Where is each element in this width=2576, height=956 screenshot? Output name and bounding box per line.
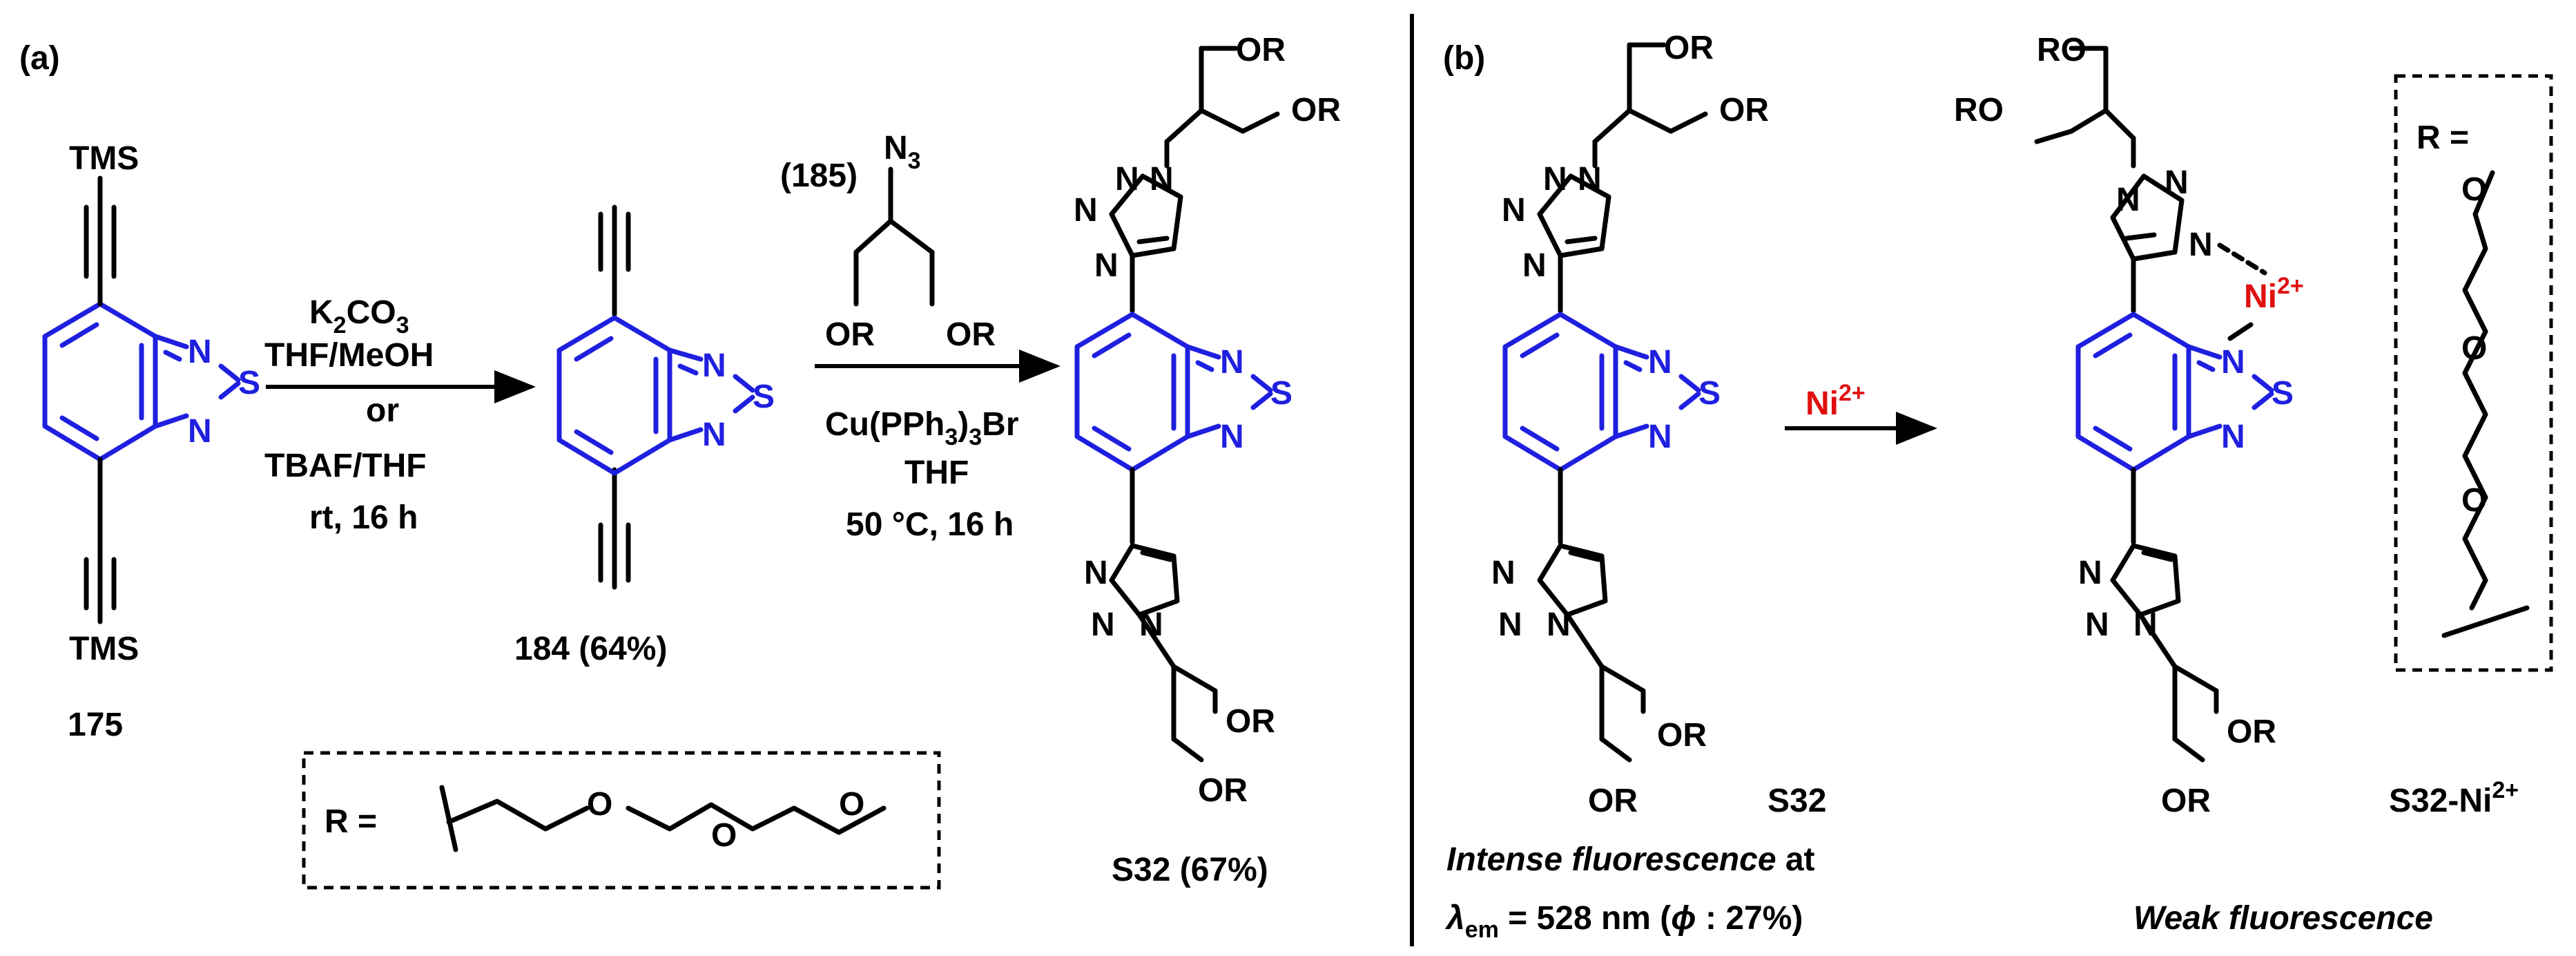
step1-conditions: K2CO3 THF/MeOH or TBAF/THF rt, 16 h xyxy=(264,294,536,536)
svg-text:Ni2+: Ni2+ xyxy=(2244,273,2304,315)
r-definition-b: R = O O O xyxy=(2394,74,2553,672)
svg-text:OR: OR xyxy=(2227,714,2276,750)
svg-text:RO: RO xyxy=(2037,32,2086,68)
svg-text:N: N xyxy=(1547,606,1571,643)
svg-text:R =: R = xyxy=(2417,120,2469,156)
svg-text:N: N xyxy=(1491,555,1515,591)
panel-label-a: (a) xyxy=(19,40,60,77)
svg-text:OR: OR xyxy=(1198,772,1248,809)
label-184: 184 (64%) xyxy=(514,631,667,667)
atom-s-184: S xyxy=(753,379,775,415)
svg-text:50 °C, 16 h: 50 °C, 16 h xyxy=(846,506,1014,543)
atom-tms-bottom: TMS xyxy=(69,631,139,667)
svg-text:S: S xyxy=(1270,375,1292,412)
svg-text:N: N xyxy=(2133,606,2158,643)
svg-text:N: N xyxy=(2116,182,2140,218)
svg-text:RO: RO xyxy=(1954,92,2004,128)
compound-s32-ni: RO RO N N N Ni2+ N S N xyxy=(1954,32,2519,937)
svg-text:N: N xyxy=(2078,555,2102,591)
svg-text:N: N xyxy=(2221,419,2245,455)
label-s32-ni: S32-Ni2+ xyxy=(2389,777,2519,819)
step1-line5: rt, 16 h xyxy=(309,499,418,536)
svg-text:N: N xyxy=(1220,419,1244,455)
svg-text:OR: OR xyxy=(1226,703,1275,740)
svg-text:R =: R = xyxy=(325,803,377,840)
svg-text:N: N xyxy=(1115,161,1139,198)
svg-text:OR: OR xyxy=(2161,783,2211,819)
annotation-intense: Intense fluorescence at xyxy=(1446,841,1815,878)
svg-text:N: N xyxy=(1084,555,1108,591)
svg-text:Ni2+: Ni2+ xyxy=(1805,380,1866,422)
svg-text:OR: OR xyxy=(1291,92,1341,128)
svg-text:N: N xyxy=(1498,606,1522,643)
svg-text:OR: OR xyxy=(1588,783,1638,819)
annotation-lambda: λem = 528 nm (ϕ : 27%) xyxy=(1444,900,1803,943)
svg-text:N: N xyxy=(1648,344,1672,381)
panel-label-b: (b) xyxy=(1443,40,1485,77)
atom-n-184-bot: N xyxy=(702,417,726,453)
svg-text:OR: OR xyxy=(1719,92,1769,128)
svg-text:N: N xyxy=(1094,247,1118,284)
atom-n-175-bot: N xyxy=(188,413,212,450)
atom-n-184-top: N xyxy=(702,347,726,384)
atom-n-175-top: N xyxy=(188,334,212,370)
svg-text:N: N xyxy=(1502,192,1526,229)
step3-conditions: Ni2+ xyxy=(1785,380,1937,445)
svg-text:N: N xyxy=(2165,164,2189,201)
svg-text:N: N xyxy=(1522,247,1547,284)
label-s32-yield: S32 (67%) xyxy=(1112,852,1268,888)
svg-text:N: N xyxy=(1139,606,1163,643)
step1-line4: TBAF/THF xyxy=(264,448,427,484)
svg-text:N: N xyxy=(1220,344,1244,381)
svg-text:N: N xyxy=(1074,192,1098,229)
step2-conditions: Cu(PPh3)3Br THF 50 °C, 16 h xyxy=(825,406,1019,543)
svg-text:N: N xyxy=(1150,161,1174,198)
svg-text:OR: OR xyxy=(1657,717,1707,754)
svg-text:OR: OR xyxy=(1664,30,1714,66)
label-s32: S32 xyxy=(1768,783,1826,819)
svg-text:OR: OR xyxy=(1236,32,1286,68)
svg-text:S: S xyxy=(1698,375,1721,412)
svg-text:O: O xyxy=(711,817,737,854)
reagent-185: (185) N3 OR OR xyxy=(780,130,996,353)
compound-s32-a: OR OR N N N N N S N xyxy=(1074,32,1341,888)
svg-text:N: N xyxy=(1091,606,1115,643)
svg-text:N: N xyxy=(1543,161,1567,198)
svg-text:N: N xyxy=(1578,161,1602,198)
svg-text:K2CO3: K2CO3 xyxy=(309,294,409,338)
label-175: 175 xyxy=(68,707,123,743)
svg-text:N: N xyxy=(1648,419,1672,455)
compound-s32-b: OR OR N N N N N S N xyxy=(1491,30,1826,819)
svg-text:N: N xyxy=(2189,227,2213,263)
svg-text:O: O xyxy=(2461,330,2487,367)
svg-text:O: O xyxy=(2461,171,2487,208)
svg-text:N: N xyxy=(2085,606,2109,643)
label-185: (185) xyxy=(780,157,858,194)
svg-text:O: O xyxy=(587,786,612,823)
compound-175: TMS N S N TMS 175 xyxy=(42,140,260,743)
svg-text:O: O xyxy=(2461,482,2487,519)
step1-line2: THF/MeOH xyxy=(264,337,434,374)
svg-text:THF: THF xyxy=(904,455,969,491)
svg-text:O: O xyxy=(839,786,864,823)
compound-184: N S N 184 (64%) xyxy=(514,204,775,667)
svg-text:OR: OR xyxy=(825,316,875,353)
annotation-weak: Weak fluorescence xyxy=(2133,900,2433,937)
step1-line3: or xyxy=(366,392,399,429)
svg-text:N3: N3 xyxy=(884,130,921,174)
r-definition-a: R = O O O xyxy=(302,751,941,890)
atom-s-175: S xyxy=(238,365,260,401)
svg-text:Cu(PPh3)3Br: Cu(PPh3)3Br xyxy=(825,406,1019,450)
svg-text:S: S xyxy=(2272,375,2294,412)
svg-text:OR: OR xyxy=(946,316,996,353)
atom-tms-top: TMS xyxy=(69,140,139,177)
svg-text:N: N xyxy=(2221,344,2245,381)
